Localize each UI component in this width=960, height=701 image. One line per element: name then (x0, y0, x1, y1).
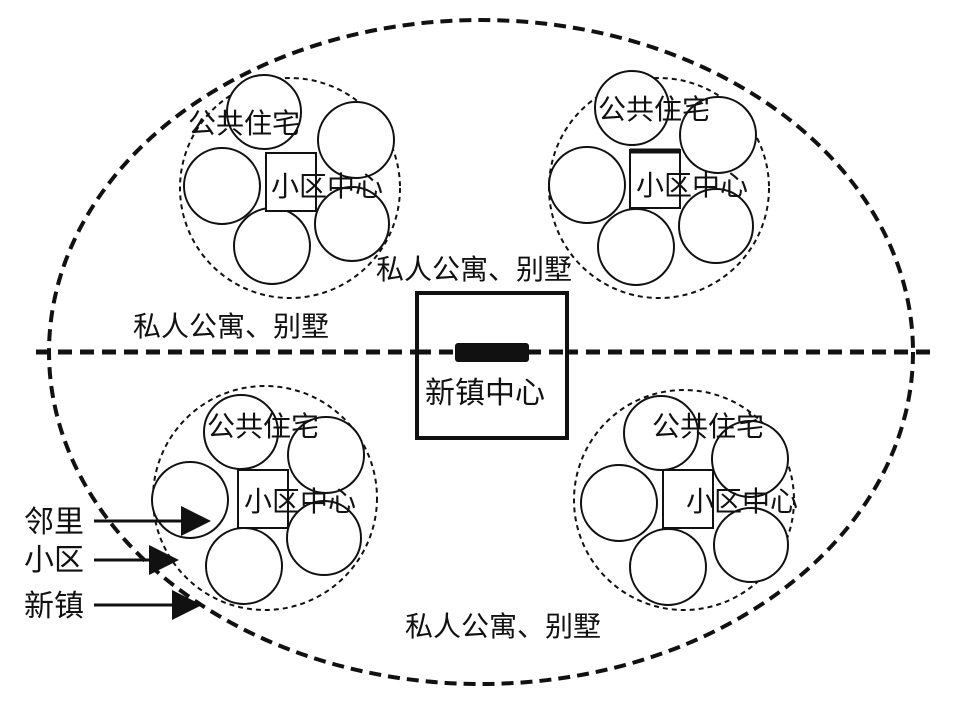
neighborhood-circle (233, 207, 311, 285)
district-center-label: 小区中心 (271, 170, 383, 203)
neighborhood-circle (287, 416, 365, 494)
public-housing-label: 公共住宅 (188, 107, 300, 140)
district-center-label: 小区中心 (244, 485, 356, 518)
district-top-left: 公共住宅 小区中心 (179, 74, 401, 299)
neighborhood-circle (226, 74, 302, 150)
district-top-right: 公共住宅 小区中心 (548, 70, 770, 299)
new-town-center-label: 新镇中心 (425, 376, 545, 411)
district-boundary (179, 77, 401, 299)
neighborhood-circle (594, 70, 670, 146)
public-housing-label: 公共住宅 (207, 410, 319, 443)
district-center-box (265, 152, 317, 212)
district-center-label: 小区中心 (636, 169, 748, 202)
public-housing-label: 公共住宅 (652, 410, 764, 443)
neighborhood-circle (711, 420, 789, 498)
neighborhood-circle (183, 147, 261, 225)
neighborhood-circle (151, 461, 229, 539)
district-boundary (573, 389, 795, 611)
district-bottom-left: 公共住宅 小区中心 (151, 385, 378, 611)
neighborhood-circle (317, 101, 395, 179)
new-town-center-bar (455, 343, 529, 362)
neighborhood-circle (286, 500, 362, 576)
neighborhood-circle (678, 188, 754, 264)
public-housing-label: 公共住宅 (598, 93, 710, 126)
private-apartments-label-bottom: 私人公寓、别墅 (405, 610, 601, 643)
private-apartments-label-left: 私人公寓、别墅 (133, 310, 329, 343)
district-center-box (662, 469, 714, 529)
neighborhood-circle (314, 186, 390, 262)
legend-district-label: 小区 (24, 543, 84, 578)
new-town-center-box (415, 291, 569, 440)
new-town-center: 新镇中心 (415, 291, 569, 440)
legend: 邻里 小区 新镇 (24, 505, 211, 624)
district-center-label: 小区中心 (686, 485, 798, 518)
neighborhood-circle (623, 395, 699, 471)
neighborhood-circle (713, 507, 789, 583)
district-center-box (237, 469, 289, 529)
district-center-box (629, 149, 681, 209)
neighborhood-circle (629, 528, 707, 606)
neighborhood-circle (597, 208, 675, 286)
legend-new-town-label: 新镇 (24, 589, 84, 624)
district-bottom-right: 公共住宅 小区中心 (573, 389, 798, 611)
legend-neighborhood-label: 邻里 (24, 505, 84, 540)
neighborhood-circle (679, 96, 757, 174)
neighborhood-circle (205, 527, 283, 605)
neighborhood-circle (580, 464, 658, 542)
private-apartments-label-top: 私人公寓、别墅 (376, 253, 572, 286)
neighborhood-circle (548, 146, 626, 224)
